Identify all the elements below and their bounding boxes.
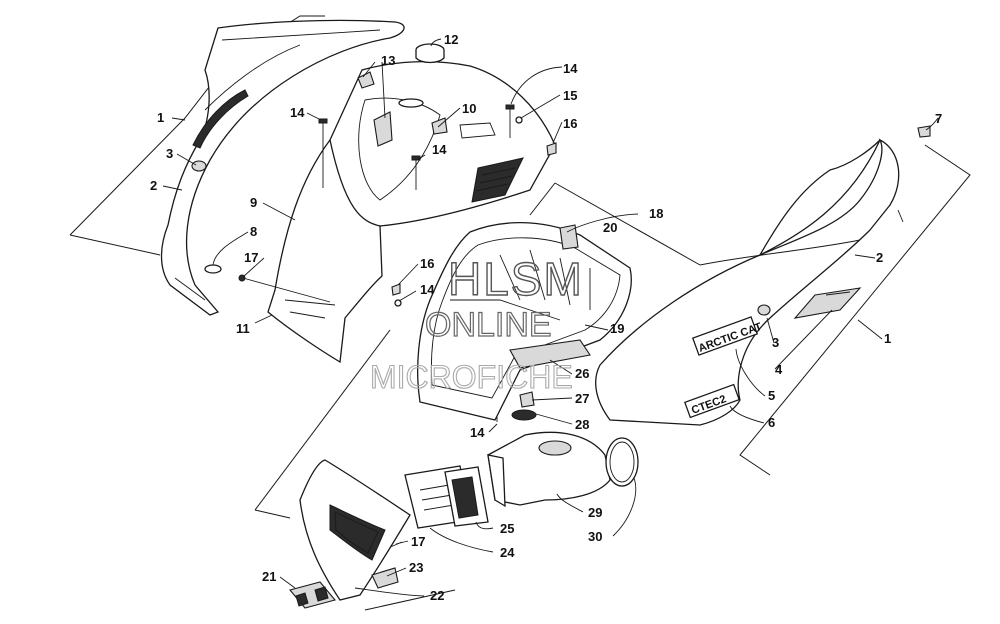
callout-2-right: 2 (876, 250, 883, 265)
watermark-line-1: HLSM (448, 253, 584, 305)
callout-10: 10 (462, 101, 476, 116)
callout-24: 24 (500, 545, 515, 560)
callout-4: 4 (775, 362, 783, 377)
callout-1-right: 1 (884, 331, 891, 346)
leader-lines (162, 38, 939, 597)
callout-13: 13 (381, 53, 395, 68)
callouts: 1 3 2 9 8 17 11 12 13 14 10 14 14 15 16 … (150, 32, 942, 603)
callout-25: 25 (500, 521, 514, 536)
callout-17-b: 17 (411, 534, 425, 549)
callout-14-c: 14 (563, 61, 578, 76)
callout-21: 21 (262, 569, 276, 584)
right-side-panel: ARCTIC CAT CTEC2 (595, 125, 931, 426)
air-intake-tray (417, 222, 632, 421)
callout-22: 22 (430, 588, 444, 603)
callout-23: 23 (409, 560, 423, 575)
callout-28: 28 (575, 417, 589, 432)
callout-26: 26 (575, 366, 589, 381)
intake-duct (404, 431, 639, 529)
callout-16-b: 16 (420, 256, 434, 271)
callout-14-a: 14 (290, 105, 305, 120)
callout-14-e: 14 (470, 425, 485, 440)
callout-14-d: 14 (420, 282, 435, 297)
callout-1-left: 1 (157, 110, 164, 125)
callout-5: 5 (768, 388, 775, 403)
callout-9: 9 (250, 195, 257, 210)
hood (267, 60, 556, 364)
callout-17-a: 17 (244, 250, 258, 265)
callout-7: 7 (935, 111, 942, 126)
callout-8: 8 (250, 224, 257, 239)
callout-16-a: 16 (563, 116, 577, 131)
callout-27: 27 (575, 391, 589, 406)
callout-30: 30 (588, 529, 602, 544)
callout-15: 15 (563, 88, 577, 103)
callout-19: 19 (610, 321, 624, 336)
callout-6: 6 (768, 415, 775, 430)
hood-small-parts (357, 43, 445, 89)
callout-29: 29 (588, 505, 602, 520)
callout-20: 20 (603, 220, 617, 235)
lower-nose (289, 459, 411, 609)
callout-3-left: 3 (166, 146, 173, 161)
watermark-line-3: MICROFICHE (370, 359, 573, 395)
watermark-line-2: ONLINE (425, 306, 552, 344)
left-side-panel (160, 19, 405, 316)
watermark: HLSM ONLINE MICROFICHE (369, 252, 584, 395)
callout-11: 11 (236, 321, 250, 336)
callout-12: 12 (444, 32, 458, 47)
callout-3-right: 3 (772, 335, 779, 350)
callout-2-left: 2 (150, 178, 157, 193)
callout-18: 18 (649, 206, 663, 221)
callout-14-b: 14 (432, 142, 447, 157)
